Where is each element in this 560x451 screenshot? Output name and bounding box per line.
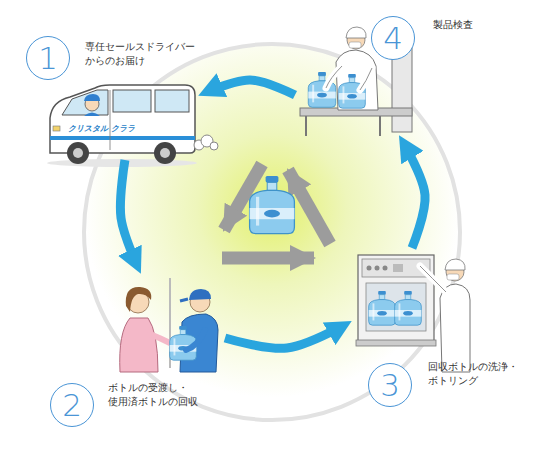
delivery-van-part bbox=[50, 85, 195, 153]
bottling-machine-part bbox=[393, 264, 403, 272]
delivery-van-part bbox=[47, 159, 197, 167]
bottle-handover bbox=[120, 278, 218, 372]
step-number: 3 bbox=[368, 363, 412, 407]
inspection-station-part bbox=[349, 42, 361, 48]
delivery-van-part bbox=[154, 142, 176, 164]
inspection-station-part bbox=[360, 68, 372, 90]
water-bottle bbox=[250, 176, 295, 234]
bottling-machine bbox=[356, 255, 470, 372]
bottling-machine-part bbox=[356, 340, 436, 346]
delivery-van-part bbox=[84, 94, 100, 101]
step-node: 3 回収ボトルの洗浄・ ボトリング bbox=[350, 248, 535, 413]
bottle-handover-part bbox=[126, 287, 151, 312]
step-node: 2 ボトルの受渡し・ 使用済ボトルの回収 bbox=[45, 272, 225, 437]
bottle-handover-part bbox=[180, 299, 188, 301]
delivery-van-part bbox=[62, 90, 108, 115]
inspection-station-part bbox=[336, 50, 378, 110]
flow-arrow bbox=[120, 160, 140, 272]
step-number: 4 bbox=[371, 16, 415, 60]
bottle-handover-part bbox=[150, 334, 172, 344]
delivery-van-part bbox=[67, 142, 89, 164]
bottling-machine-part bbox=[366, 283, 426, 331]
inspection-station-part bbox=[360, 68, 372, 90]
flow-arrow bbox=[200, 80, 295, 95]
recycle-symbol-part bbox=[222, 252, 314, 265]
bottling-machine-part bbox=[369, 291, 396, 325]
step-caption: ボトルの受渡し・ 使用済ボトルの回収 bbox=[108, 381, 213, 409]
delivery-van-part bbox=[113, 90, 151, 112]
step-node: 4製品検査 bbox=[295, 12, 495, 137]
exhaust-puff-part bbox=[210, 142, 218, 150]
recycle-symbol bbox=[222, 164, 330, 258]
bottle-handover-part bbox=[189, 289, 211, 300]
delivery-van-part bbox=[110, 90, 111, 150]
bottle-handover-part bbox=[186, 330, 205, 350]
delivery-van-part bbox=[50, 136, 195, 140]
delivery-van-part bbox=[84, 113, 100, 117]
bottling-machine-part bbox=[447, 274, 459, 280]
step-caption: 回収ボトルの洗浄・ ボトリング bbox=[428, 360, 528, 388]
step-node: 1専任セールスドライバー からのお届け bbox=[25, 30, 200, 160]
delivery-van-part bbox=[73, 148, 83, 158]
delivery-van-part bbox=[160, 148, 170, 158]
bottling-machine-part bbox=[375, 266, 380, 271]
delivery-van-part bbox=[155, 90, 189, 112]
inspection-station-part bbox=[305, 116, 307, 136]
delivery-van bbox=[47, 85, 218, 167]
step-number: 1 bbox=[26, 36, 70, 80]
step-caption: 専任セールスドライバー からのお届け bbox=[85, 40, 210, 68]
bottling-machine-part bbox=[367, 266, 372, 271]
inspection-station-part bbox=[326, 66, 342, 88]
inspection-station-part bbox=[346, 27, 366, 38]
bottling-machine-part bbox=[445, 259, 465, 270]
exhaust-puff bbox=[194, 135, 218, 150]
van-logo-text: クリスタル クララ bbox=[68, 124, 135, 134]
bottle-handover-part bbox=[120, 318, 158, 372]
inspection-station-part bbox=[379, 116, 381, 136]
bottling-machine-part bbox=[420, 266, 446, 292]
inspection-station-part bbox=[326, 66, 342, 88]
step-number: 2 bbox=[50, 383, 94, 427]
bottling-machine-part bbox=[395, 291, 422, 325]
bottling-machine-part bbox=[440, 284, 470, 372]
delivery-van-part bbox=[53, 126, 60, 131]
flow-arrow bbox=[400, 137, 425, 248]
step-caption: 製品検査 bbox=[433, 18, 503, 32]
bottling-machine-part bbox=[420, 266, 446, 292]
flow-arrow bbox=[225, 322, 350, 348]
bottling-machine-part bbox=[383, 266, 388, 271]
